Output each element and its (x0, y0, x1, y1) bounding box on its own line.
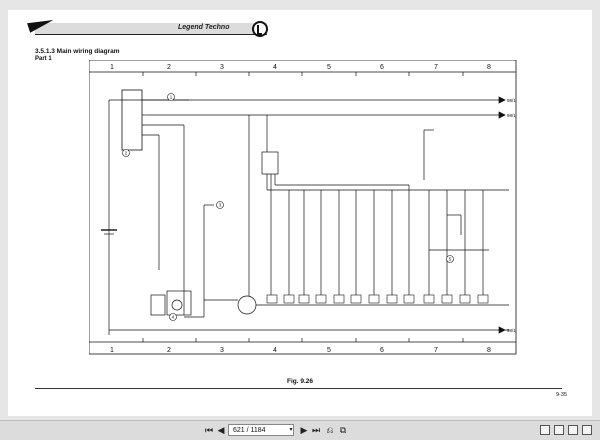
col-bottom-8: 8 (487, 347, 491, 354)
col-top-6: 6 (380, 64, 384, 71)
col-top-8: 8 (487, 64, 491, 71)
col-top-2: 2 (167, 64, 171, 71)
col-top-1: 1 (110, 64, 114, 71)
callout-3: 3 (219, 203, 222, 208)
column-ticks (142, 72, 464, 342)
callout-5: 5 (449, 257, 452, 262)
col-bottom-2: 2 (167, 347, 171, 354)
callout-2: 2 (125, 151, 128, 156)
footer-rule (35, 388, 562, 389)
wiring-diagram: 1 2 3 4 5 6 7 8 1 2 3 4 5 6 7 8 (89, 60, 517, 355)
col-bottom-1: 1 (110, 347, 114, 354)
wiring-lines (101, 89, 509, 335)
pdf-toolbar: ⏮ ◀ 621 / 1184 ▾ ▶ ⏭ ⎌ ⧉ (0, 420, 600, 440)
col-bottom-6: 6 (380, 347, 384, 354)
col-top-5: 5 (327, 64, 331, 71)
first-page-icon[interactable]: ⏮ (204, 425, 214, 435)
manual-page: Legend Techno 3.5.1.3 Main wiring diagra… (8, 10, 592, 416)
col-bottom-4: 4 (273, 347, 277, 354)
header-rule (35, 34, 267, 35)
next-page-icon[interactable]: ▶ (300, 425, 308, 435)
header-bar (35, 23, 267, 34)
brand-logo-icon (252, 21, 268, 37)
part-label: Part 1 (35, 56, 52, 62)
last-page-icon[interactable]: ⏭ (311, 425, 321, 435)
col-top-3: 3 (220, 64, 224, 71)
prev-page-icon[interactable]: ◀ (217, 425, 225, 435)
facing-view-icon[interactable] (568, 425, 578, 435)
connector-label-1: 98/1 (507, 98, 516, 103)
diagram-frame (89, 60, 517, 355)
col-bottom-5: 5 (327, 347, 331, 354)
col-bottom-3: 3 (220, 347, 224, 354)
connector-label-3: 98/1 (507, 328, 516, 333)
page-dropdown-chevron-icon[interactable]: ▾ (289, 427, 293, 433)
callout-1: 1 (170, 95, 173, 100)
single-page-view-icon[interactable] (540, 425, 550, 435)
page-number: 9-35 (556, 392, 568, 398)
fullscreen-view-icon[interactable] (582, 425, 592, 435)
col-top-7: 7 (434, 64, 438, 71)
brand-name: Legend Techno (178, 24, 230, 31)
col-bottom-7: 7 (434, 347, 438, 354)
forward-view-icon[interactable]: ⧉ (339, 425, 347, 435)
page-indicator-input[interactable]: 621 / 1184 (228, 424, 294, 436)
connector-label-2: 98/1 (507, 113, 516, 118)
figure-caption: Fig. 9.26 (286, 378, 313, 385)
back-view-icon[interactable]: ⎌ (326, 425, 334, 435)
continuous-view-icon[interactable] (554, 425, 564, 435)
col-top-4: 4 (273, 64, 277, 71)
section-title: 3.5.1.3 Main wiring diagram (35, 48, 120, 55)
callout-4: 4 (172, 315, 175, 320)
